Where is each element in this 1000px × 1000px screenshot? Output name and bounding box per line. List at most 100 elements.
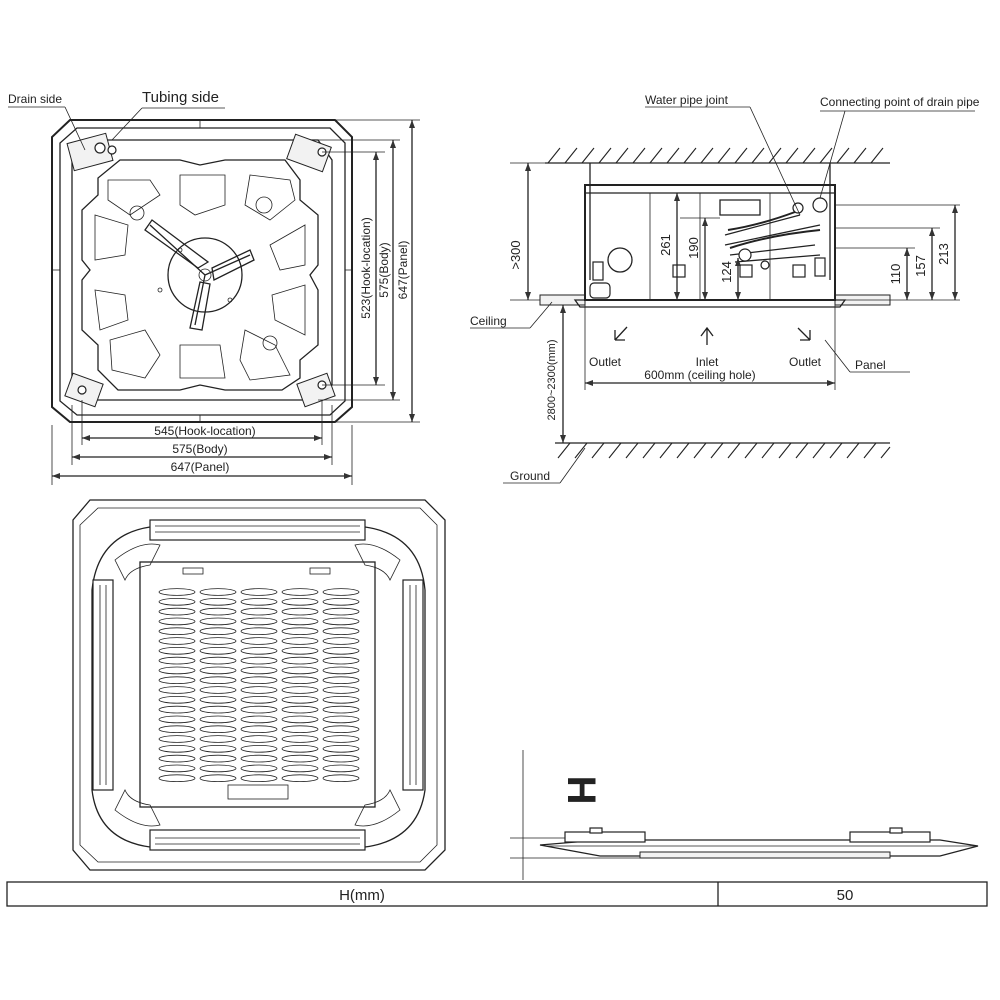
grille-slot (199, 676, 237, 684)
grille-slot (281, 588, 319, 596)
side-view (470, 106, 975, 484)
grille-slot (158, 754, 196, 763)
grille-slot (322, 764, 360, 773)
grille-slot (199, 597, 237, 606)
grille-slot (158, 646, 196, 655)
grille-slot (322, 735, 360, 743)
grille-slot (322, 607, 360, 616)
grille-slot (240, 715, 278, 724)
grille-slot (240, 597, 278, 606)
top-view (8, 106, 420, 485)
grille-slot (240, 686, 278, 694)
grille-slot (240, 744, 278, 753)
grille-slot (158, 676, 196, 684)
grille-slot (158, 627, 196, 635)
grille-slot (158, 764, 196, 773)
dim-124: 124 (719, 261, 734, 283)
grille-slot (240, 735, 278, 743)
grille-slot (240, 754, 278, 763)
grille-slot (240, 637, 278, 645)
grille-slot (199, 754, 237, 763)
indoor-unit-body (584, 184, 836, 301)
grille-slot (199, 695, 237, 704)
grille-slot (281, 725, 319, 733)
grille-slot (199, 637, 237, 645)
outlet-left-label: Outlet (589, 355, 622, 369)
grille-slot (199, 715, 237, 724)
grille-slot (322, 715, 360, 724)
grille-slot (240, 617, 278, 626)
grille-slot (199, 725, 237, 733)
grille-slot (240, 607, 278, 616)
grille-slot (240, 774, 278, 782)
panel-v-dim: 647(Panel) (396, 241, 410, 300)
grille-slot (281, 695, 319, 704)
dim-190: 190 (686, 237, 701, 259)
grille-slot (322, 676, 360, 684)
outlet-right-label: Outlet (789, 355, 822, 369)
grille-slot (158, 725, 196, 733)
grille-slot (240, 695, 278, 704)
grille-slot (322, 686, 360, 694)
table-header-h: H(mm) (339, 887, 385, 904)
outlet-louvre-top (149, 519, 366, 541)
inlet-grille (139, 561, 376, 808)
panel-label: Panel (855, 358, 886, 372)
grille-slot (158, 637, 196, 645)
body-h-dim: 575(Body) (172, 442, 227, 456)
body-v-dim: 575(Body) (377, 242, 391, 297)
grille-slot (281, 744, 319, 753)
grille-slot (322, 646, 360, 655)
grille-slot (199, 656, 237, 665)
grille-slot (240, 676, 278, 684)
grille-slot (199, 627, 237, 635)
fan-plate (81, 159, 319, 391)
panel-front-view (72, 499, 446, 871)
grille-slot (240, 705, 278, 714)
grille-slot (158, 666, 196, 675)
dim-157: 157 (913, 255, 928, 277)
grille-slot (322, 597, 360, 606)
grille-slot (281, 637, 319, 645)
grille-slot (322, 695, 360, 704)
grille-slot (199, 646, 237, 655)
grille-slot (240, 656, 278, 665)
grille-slot (158, 686, 196, 694)
ceiling-label: Ceiling (470, 314, 507, 328)
grille-slot (199, 588, 237, 596)
grille-slot (281, 764, 319, 773)
grille-slot (281, 705, 319, 714)
grille-slot (199, 607, 237, 616)
grille-slot (281, 735, 319, 743)
grille-slot (158, 656, 196, 665)
inlet-label: Inlet (696, 355, 719, 369)
grille-slot (158, 695, 196, 704)
grille-slot (281, 597, 319, 606)
grille-slot (281, 754, 319, 763)
outlet-louvre-left (92, 579, 114, 791)
ceiling-hole-dim: 600mm (ceiling hole) (644, 368, 755, 382)
grille-slot (322, 588, 360, 596)
above-ceiling-dim: >300 (508, 240, 523, 269)
panel-h-dim: 647(Panel) (171, 460, 230, 474)
grille-slot (281, 686, 319, 694)
grille-slot (158, 607, 196, 616)
grille-slot (240, 646, 278, 655)
grille-slot (322, 617, 360, 626)
grille-slot (322, 744, 360, 753)
hook-location-h-dim: 545(Hook-location) (154, 424, 255, 438)
outlet-louvre-right (402, 579, 424, 791)
grille-slot (322, 666, 360, 675)
grille-slot (240, 764, 278, 773)
dim-110: 110 (888, 264, 903, 285)
grille-slot (158, 588, 196, 596)
grille-slot (322, 725, 360, 733)
panel-profile-view (510, 750, 979, 880)
grille-slot (158, 715, 196, 724)
grille-slot (322, 754, 360, 763)
grille-slot (240, 725, 278, 733)
grille-slot (281, 646, 319, 655)
grille-slot (281, 774, 319, 782)
panel-profile-side (573, 299, 847, 308)
grille-slot (322, 627, 360, 635)
